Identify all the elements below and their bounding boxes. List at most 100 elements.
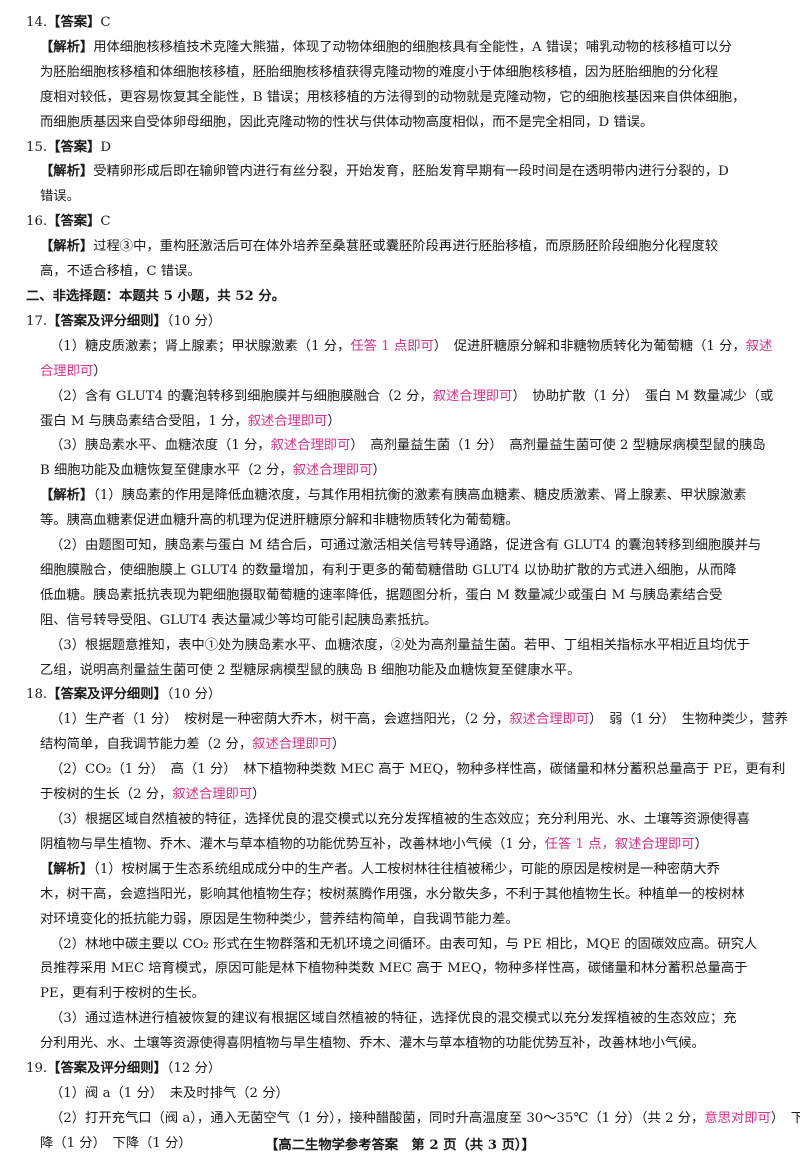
text: 高，不适合移植，C 错误。 — [40, 264, 201, 280]
text: （2）由题图可知，胰岛素与蛋白 M 结合后，可通过激活相关信号转导通路，促进含有… — [50, 538, 762, 554]
text: 18. — [26, 687, 48, 703]
line-q17-answer: 17.【答案及评分细则】（10 分） — [26, 310, 778, 335]
text: 15. — [26, 139, 48, 155]
text: （1）糖皮质激素；肾上腺素；甲状腺激素（1 分， — [50, 338, 351, 354]
line: 蛋白 M 与胰岛素结合受阻，1 分，叙述合理即可） — [26, 410, 778, 435]
label-bold: 【解析】 — [40, 488, 94, 504]
scoring-note: 叙述合理即可 — [509, 712, 590, 728]
line: （1）阀 a（1 分） 未及时排气（2 分） — [26, 1082, 778, 1107]
label-bold: 【解析】 — [40, 39, 94, 55]
line: （2）由题图可知，胰岛素与蛋白 M 结合后，可通过激活相关信号转导通路，促进含有… — [26, 534, 778, 559]
line-q14-analysis: 【解析】用体细胞核移植技术克隆大熊猫，体现了动物体细胞的细胞核具有全能性，A 错… — [26, 36, 778, 61]
line: 低血糖。胰岛素抵抗表现为靶细胞摄取葡萄糖的速率降低，据题图分析，蛋白 M 数量减… — [26, 584, 778, 609]
text: 而细胞质基因来自受体卵母细胞，因此克隆动物的性状与供体动物高度相似，而不是完全相… — [40, 114, 654, 130]
label-bold: 【答案及评分细则】 — [47, 687, 167, 703]
line: （3）通过造林进行植被恢复的建议有根据区域自然植被的特征，选择优良的混交模式以充… — [26, 1007, 778, 1032]
text: （2）打开充气口（阀 a），通入无菌空气（1 分），接种醋酸菌，同时升高温度至 … — [50, 1110, 705, 1126]
text: 阴植物与旱生植物、乔木、灌木与草本植物的功能优势互补，改善林地小气候（1 分， — [40, 836, 545, 852]
text: 为胚胎细胞核移植和体细胞核移植，胚胎细胞核移植获得克隆动物的难度小于体细胞核移植… — [40, 64, 719, 80]
text: ） 协助扩散（1 分） 蛋白 M 数量减少（或 — [512, 388, 774, 404]
line: 合理即可） — [26, 360, 778, 385]
line: 阻、信号转导受阻、GLUT4 表达量减少等均可能引起胰岛素抵抗。 — [26, 609, 778, 634]
line-q18-answer: 18.【答案及评分细则】（10 分） — [26, 683, 778, 708]
scoring-note: 任答 1 点即可 — [350, 338, 434, 354]
text: 于桉树的生长（2 分， — [40, 787, 173, 803]
text: ） 弱（1 分） 生物种类少，营养 — [589, 712, 788, 728]
text: 员推荐采用 MEC 培育模式，原因可能是林下植物种类数 MEC 高于 MEQ，物… — [40, 961, 748, 977]
text: 过程③中，重构胚激活后可在体外培养至桑葚胚或囊胚阶段再进行胚胎移植，而原肠胚阶段… — [93, 239, 719, 255]
label-bold: 【答案及评分细则】 — [47, 1061, 167, 1077]
text: （1）生产者（1 分） 桉树是一种密荫大乔木，树干高，会遮挡阳光，（2 分， — [50, 712, 510, 728]
line: 分利用光、水、土壤等资源使得喜阴植物与旱生植物、乔木、灌木与草本植物的功能优势互… — [26, 1032, 778, 1057]
text: ） 下 — [770, 1110, 800, 1126]
text: PE，更有利于桉树的生长。 — [40, 986, 205, 1002]
line-q16-analysis: 【解析】过程③中，重构胚激活后可在体外培养至桑葚胚或囊胚阶段再进行胚胎移植，而原… — [26, 235, 778, 260]
line: 乙组，说明高剂量益生菌可使 2 型糖尿病模型鼠的胰岛 B 细胞功能及血糖恢复至健… — [26, 659, 778, 684]
page-footer: 【高二生物学参考答案 第 2 页（共 3 页）】 — [265, 1138, 535, 1153]
text: 17. — [26, 313, 48, 329]
line: 而细胞质基因来自受体卵母细胞，因此克隆动物的性状与供体动物高度相似，而不是完全相… — [26, 111, 778, 136]
line: 等。胰高血糖素促进血糖升高的机理为促进肝糖原分解和非糖物质转化为葡萄糖。 — [26, 509, 778, 534]
line: 阴植物与旱生植物、乔木、灌木与草本植物的功能优势互补，改善林地小气候（1 分，任… — [26, 833, 778, 858]
label-bold: 【答案】 — [47, 139, 101, 155]
text: （3）胰岛素水平、血糖浓度（1 分， — [50, 438, 271, 454]
text: ） — [327, 413, 341, 429]
text: 低血糖。胰岛素抵抗表现为靶细胞摄取葡萄糖的速率降低，据题图分析，蛋白 M 数量减… — [40, 587, 723, 603]
line: （1）生产者（1 分） 桉树是一种密荫大乔木，树干高，会遮挡阳光，（2 分，叙述… — [26, 708, 788, 733]
line: PE，更有利于桉树的生长。 — [26, 982, 778, 1007]
text: （3）根据题意推知，表中①处为胰岛素水平、血糖浓度，②处为高剂量益生菌。若甲、丁… — [50, 637, 750, 653]
text: （12 分） — [166, 1061, 222, 1077]
text: ） 高剂量益生菌（1 分） 高剂量益生菌可使 2 型糖尿病模型鼠的胰岛 — [350, 438, 766, 454]
line: 对环境变化的抵抗能力弱，原因是生物种类少，营养结构简单，自我调节能力差。 — [26, 908, 778, 933]
line: 降（1 分） 下降（1 分） — [26, 1132, 778, 1157]
text: C — [100, 214, 111, 230]
text: 错误。 — [40, 189, 80, 205]
text: 对环境变化的抵抗能力弱，原因是生物种类少，营养结构简单，自我调节能力差。 — [40, 911, 519, 927]
line: 度相对较低，更容易恢复其全能性，B 错误；用核移植的方法得到的动物就是克隆动物，… — [26, 86, 778, 111]
line: 错误。 — [26, 185, 778, 210]
line: （2）打开充气口（阀 a），通入无菌空气（1 分），接种醋酸菌，同时升高温度至 … — [26, 1107, 800, 1132]
text: 用体细胞核移植技术克隆大熊猫，体现了动物体细胞的细胞核具有全能性，A 错误；哺乳… — [93, 39, 732, 55]
text: （10 分） — [166, 313, 222, 329]
text: 降（1 分） 下降（1 分） — [40, 1135, 192, 1151]
text: D — [100, 139, 112, 155]
text: （1）胰岛素的作用是降低血糖浓度，与其作用相抗衡的激素有胰高血糖素、糖皮质激素、… — [93, 488, 747, 504]
text: 分利用光、水、土壤等资源使得喜阴植物与旱生植物、乔木、灌木与草本植物的功能优势互… — [40, 1036, 705, 1052]
text: 木，树干高，会遮挡阳光，影响其他植物生存；桉树蒸腾作用强，水分散失多，不利于其他… — [40, 886, 745, 902]
text: 细胞膜融合，使细胞膜上 GLUT4 的数量增加，有利于更多的葡萄糖借助 GLUT… — [40, 562, 737, 578]
line: （2）CO₂（1 分） 高（1 分） 林下植物种类数 MEC 高于 MEQ，物种… — [26, 758, 785, 783]
scoring-note: 任答 1 点，叙述合理即可 — [544, 836, 695, 852]
scoring-note: 叙述合理即可 — [247, 413, 328, 429]
label-bold: 二、非选择题：本题共 5 小题，共 52 分。 — [26, 288, 286, 304]
text: 14. — [26, 15, 48, 30]
text: ） — [331, 737, 346, 753]
text: （3）通过造林进行植被恢复的建议有根据区域自然植被的特征，选择优良的混交模式以充… — [50, 1011, 737, 1027]
line-q19-answer: 19.【答案及评分细则】（12 分） — [26, 1057, 778, 1082]
label-bold: 【解析】 — [40, 861, 94, 877]
text: （2）含有 GLUT4 的囊泡转移到细胞膜并与细胞膜融合（2 分， — [50, 388, 433, 404]
line: 细胞膜融合，使细胞膜上 GLUT4 的数量增加，有利于更多的葡萄糖借助 GLUT… — [26, 559, 778, 584]
line: （2）林地中碳主要以 CO₂ 形式在生物群落和无机环境之间循环。由表可知，与 P… — [26, 933, 778, 958]
text: ） 促进肝糖原分解和非糖物质转化为葡萄糖（1 分， — [433, 338, 746, 354]
line-q16-answer: 16.【答案】C — [26, 210, 778, 235]
line-q14-answer: 14.【答案】C — [26, 11, 778, 36]
text: （2）林地中碳主要以 CO₂ 形式在生物群落和无机环境之间循环。由表可知，与 P… — [50, 936, 758, 952]
line: 于桉树的生长（2 分，叙述合理即可） — [26, 783, 778, 808]
text: （1）桉树属于生态系统组成成分中的生产者。人工桉树林往往植被稀少，可能的原因是桉… — [93, 861, 720, 877]
section-heading: 二、非选择题：本题共 5 小题，共 52 分。 — [26, 285, 778, 310]
line: （2）含有 GLUT4 的囊泡转移到细胞膜并与细胞膜融合（2 分，叙述合理即可）… — [26, 385, 778, 410]
text: （1）阀 a（1 分） 未及时排气（2 分） — [50, 1085, 289, 1101]
line: B 细胞功能及血糖恢复至健康水平（2 分，叙述合理即可） — [26, 459, 778, 484]
text: ） — [252, 787, 266, 803]
scoring-note: 叙述合理即可 — [292, 463, 373, 479]
text: ） — [694, 836, 708, 852]
line: 员推荐采用 MEC 培育模式，原因可能是林下植物种类数 MEC 高于 MEQ，物… — [26, 957, 778, 982]
scoring-note: 叙述 — [745, 338, 773, 354]
line-q17-analysis: 【解析】（1）胰岛素的作用是降低血糖浓度，与其作用相抗衡的激素有胰高血糖素、糖皮… — [26, 484, 778, 509]
line: 结构简单，自我调节能力差（2 分，叙述合理即可） — [26, 733, 778, 758]
text: C — [100, 15, 111, 30]
scoring-note: 叙述合理即可 — [432, 388, 513, 404]
line-q15-analysis: 【解析】受精卵形成后即在输卵管内进行有丝分裂，开始发育，胚胎发育早期有一段时间是… — [26, 160, 778, 185]
text: ） — [372, 463, 386, 479]
label-bold: 【解析】 — [40, 164, 94, 180]
